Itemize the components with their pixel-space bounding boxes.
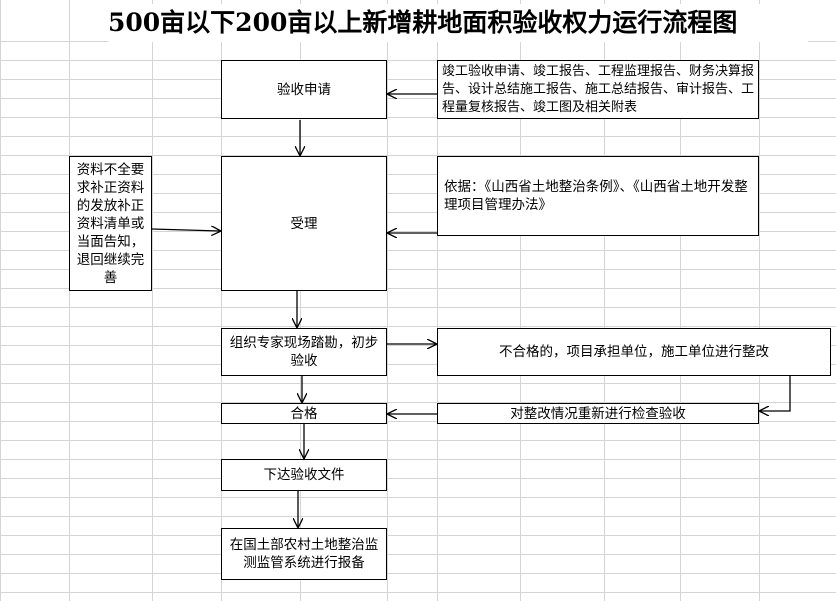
node-unqualified: 不合格的，项目承担单位，施工单位进行整改 [437,328,831,376]
page-title: 500亩以下200亩以上新增耕地面积验收权力运行流程图 [108,4,808,42]
node-recheck: 对整改情况重新进行检查验收 [437,403,759,424]
node-issue: 下达验收文件 [221,459,387,491]
node-apply: 验收申请 [221,60,387,119]
node-qualified: 合格 [221,403,387,424]
node-materials: 竣工验收申请、竣工报告、工程监理报告、财务决算报告、设计总结施工报告、施工总结报… [437,60,759,119]
node-record: 在国土部农村土地整治监测监管系统进行报备 [221,528,387,580]
node-inspect: 组织专家现场踏勘，初步验收 [221,328,387,376]
node-incomplete: 资料不全要求补正资料的发放补正资料清单或当面告知，退回继续完善 [69,156,152,291]
node-basis: 依据：《山西省土地整治条例》、《山西省土地开发整理项目管理办法》 [437,156,759,236]
node-accept: 受理 [221,156,387,291]
